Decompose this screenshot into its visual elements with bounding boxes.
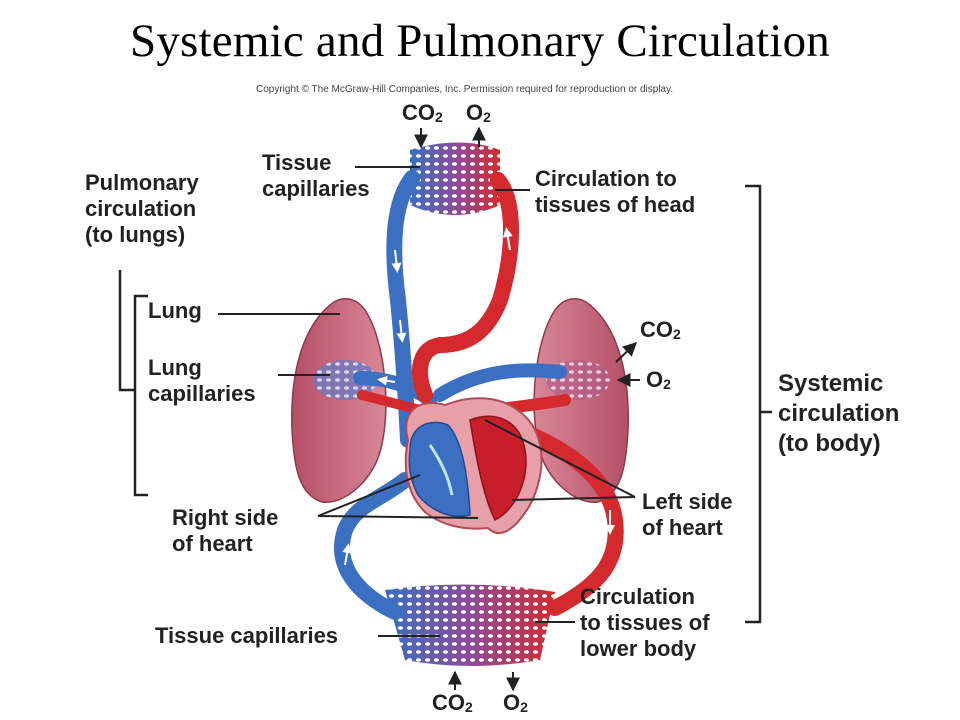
lung-label: Lung	[148, 298, 202, 323]
co2-lower-label: CO2	[432, 690, 473, 715]
systemic-bracket	[745, 184, 772, 624]
lung-capillaries-label: Lung capillaries	[148, 355, 256, 406]
left-lung	[291, 298, 387, 503]
gas-arrows	[414, 126, 640, 692]
tissue-capillaries-bottom-label: Tissue capillaries	[155, 623, 339, 648]
tissue-capillaries-top-label: Tissue capillaries	[262, 150, 370, 201]
leader-lines	[218, 166, 636, 637]
o2-lung-label: O2	[646, 367, 671, 392]
copyright-notice: Copyright © The McGraw-Hill Companies, I…	[256, 84, 674, 95]
circulation-head-label: Circulation to tissues of head	[535, 166, 696, 217]
o2-head-label: O2	[466, 100, 491, 125]
flow-arrows	[342, 227, 615, 566]
lower-body-capillary-bed	[385, 584, 555, 666]
o2-lower-label: O2	[503, 690, 528, 715]
right-side-heart-label: Right side of heart	[172, 505, 279, 556]
co2-lung-label: CO2	[640, 317, 681, 342]
left-side-heart-label: Left side of heart	[642, 489, 733, 540]
heart	[404, 397, 543, 534]
co2-head-label: CO2	[402, 100, 443, 125]
slide-title: Systemic and Pulmonary Circulation	[130, 15, 830, 67]
head-capillary-bed	[410, 142, 500, 215]
pulmonary-bracket	[118, 270, 148, 497]
circulation-lower-body-label: Circulation to tissues of lower body	[580, 584, 710, 661]
pulmonary-circulation-label: Pulmonary circulation (to lungs)	[85, 170, 199, 247]
systemic-circulation-label: Systemic circulation (to body)	[778, 370, 900, 457]
